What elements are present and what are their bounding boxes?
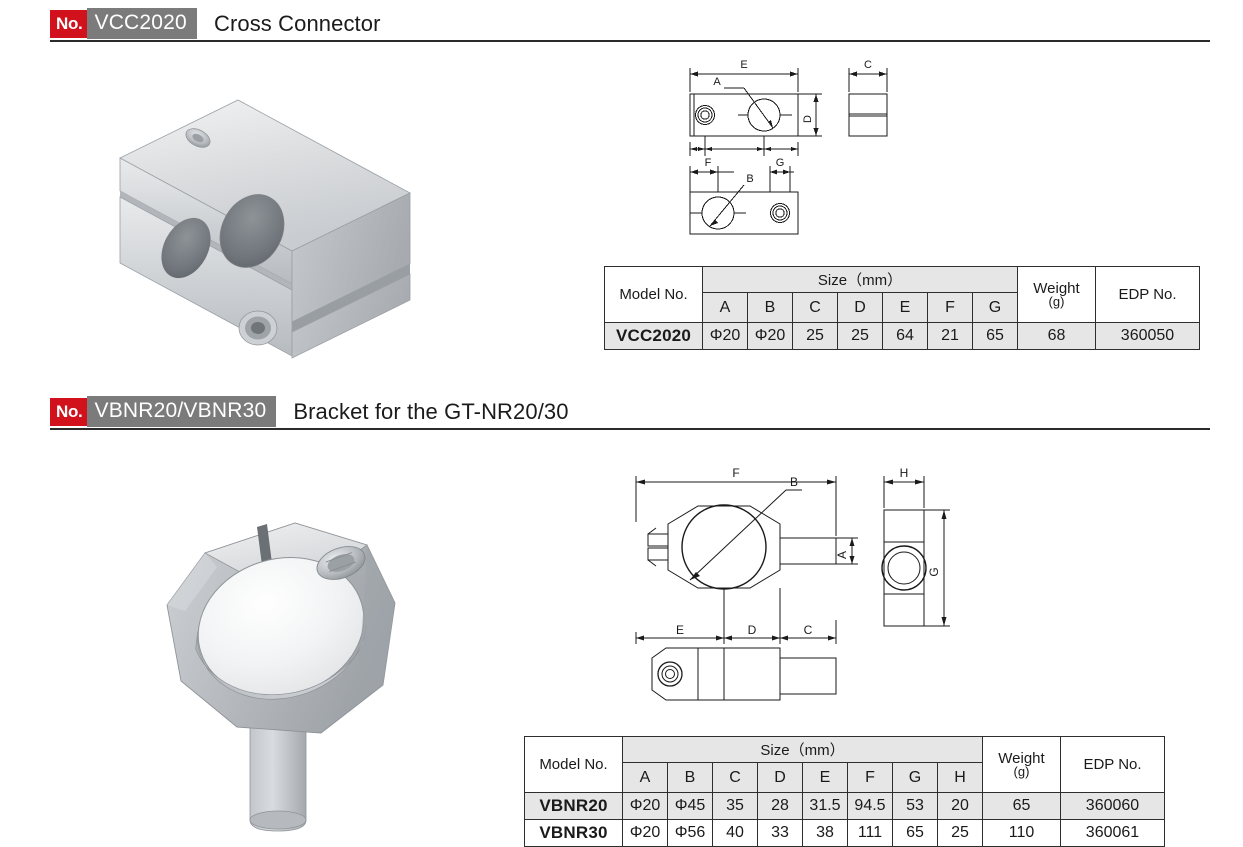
dim-label-d: D <box>748 623 757 637</box>
header-size-group: Size（mm） <box>622 736 983 763</box>
dim-label-c: C <box>864 59 872 71</box>
page-title-cross-connector: Cross Connector <box>213 10 381 36</box>
cell-dim-f: 94.5 <box>847 792 893 820</box>
badge-model-code-2: VBNR20/VBNR30 <box>87 396 277 427</box>
cell-weight: 110 <box>982 819 1061 847</box>
header-dim-c: C <box>712 762 758 793</box>
header-dim-a: A <box>622 762 668 793</box>
dim-label-b: B <box>790 475 798 489</box>
header-dim-b: B <box>747 292 793 323</box>
cell-dim-b: Φ20 <box>747 322 793 350</box>
table-header-row-dims: A B C D E F G H <box>525 762 1165 793</box>
section-header-vcc2020: No. VCC2020 Cross Connector <box>50 8 381 39</box>
cell-edp: 360060 <box>1060 792 1165 820</box>
section-divider-2 <box>50 428 1210 430</box>
dim-label-c: C <box>804 623 813 637</box>
section-header-vbnr: No. VBNR20/VBNR30 Bracket for the GT-NR2… <box>50 396 569 427</box>
dim-label-a: A <box>835 551 849 559</box>
header-dim-h: H <box>937 762 983 793</box>
header-dim-a: A <box>702 292 748 323</box>
cell-weight: 65 <box>982 792 1061 820</box>
dim-label-a: A <box>713 76 721 88</box>
product-photo-bracket <box>166 522 396 832</box>
cell-dim-g: 65 <box>892 819 938 847</box>
cell-model: VCC2020 <box>604 322 703 350</box>
header-dim-g: G <box>892 762 938 793</box>
header-edp-no: EDP No. <box>1095 266 1200 323</box>
cell-dim-c: 35 <box>712 792 758 820</box>
header-weight: Weight (g) <box>982 736 1061 793</box>
dim-label-e: E <box>676 623 684 637</box>
table-header-row-top: Model No. Size（mm） Weight (g) EDP No. <box>604 266 1200 323</box>
header-dim-b: B <box>667 762 713 793</box>
header-dim-e: E <box>802 762 848 793</box>
table-row: VBNR20 Φ20 Φ45 35 28 31.5 94.5 53 20 65 … <box>524 792 1165 820</box>
header-model-no: Model No. <box>604 266 703 323</box>
cell-dim-c: 40 <box>712 819 758 847</box>
dim-label-d: D <box>802 115 814 123</box>
cell-dim-f: 111 <box>847 819 893 847</box>
header-weight: Weight (g) <box>1017 266 1096 323</box>
header-dim-d: D <box>757 762 803 793</box>
cell-model: VBNR20 <box>524 792 623 820</box>
header-edp-no: EDP No. <box>1060 736 1165 793</box>
cell-dim-g: 65 <box>972 322 1018 350</box>
dim-label-e: E <box>740 59 747 71</box>
cell-dim-e: 64 <box>882 322 928 350</box>
cell-dim-h: 20 <box>937 792 983 820</box>
dim-label-b: B <box>746 173 753 185</box>
header-dim-e: E <box>882 292 928 323</box>
header-dim-d: D <box>837 292 883 323</box>
table-row: VCC2020 Φ20 Φ20 25 25 64 21 65 68 360050 <box>604 322 1200 350</box>
cell-dim-b: Φ56 <box>667 819 713 847</box>
cell-dim-d: 33 <box>757 819 803 847</box>
header-dim-f: F <box>927 292 973 323</box>
dim-label-g: G <box>927 567 941 576</box>
header-size-group: Size（mm） <box>702 266 1018 293</box>
dim-label-g: G <box>776 157 785 169</box>
dim-label-f: F <box>705 157 712 169</box>
cell-dim-c: 25 <box>792 322 838 350</box>
page-title-bracket: Bracket for the GT-NR20/30 <box>293 398 569 424</box>
cell-edp: 360061 <box>1060 819 1165 847</box>
section-divider-1 <box>50 40 1210 42</box>
cell-dim-e: 38 <box>802 819 848 847</box>
product-photo-cross-connector <box>119 99 411 359</box>
cell-dim-h: 25 <box>937 819 983 847</box>
header-dim-f: F <box>847 762 893 793</box>
cell-dim-a: Φ20 <box>622 792 668 820</box>
spec-table-vcc2020: Model No. Size（mm） Weight (g) EDP No. A … <box>604 266 1200 350</box>
cell-dim-f: 21 <box>927 322 973 350</box>
cell-dim-a: Φ20 <box>702 322 748 350</box>
cell-dim-b: Φ45 <box>667 792 713 820</box>
dim-label-f: F <box>732 466 739 480</box>
table-header-row-dims: A B C D E F G <box>605 292 1200 323</box>
cell-dim-d: 25 <box>837 322 883 350</box>
badge-no-label-2: No. <box>50 397 88 426</box>
table-header-row-top: Model No. Size（mm） Weight (g) EDP No. <box>524 736 1165 793</box>
cell-dim-e: 31.5 <box>802 792 848 820</box>
cell-weight: 68 <box>1017 322 1096 350</box>
cell-dim-d: 28 <box>757 792 803 820</box>
cell-dim-g: 53 <box>892 792 938 820</box>
header-model-no: Model No. <box>524 736 623 793</box>
cell-edp: 360050 <box>1095 322 1200 350</box>
header-dim-c: C <box>792 292 838 323</box>
cell-model: VBNR30 <box>524 819 623 847</box>
badge-no-label: No. <box>50 9 88 38</box>
technical-drawing-vbnr: F B A E D C H G <box>635 466 950 701</box>
cell-dim-a: Φ20 <box>622 819 668 847</box>
spec-table-vbnr: Model No. Size（mm） Weight (g) EDP No. A … <box>524 736 1165 847</box>
header-dim-g: G <box>972 292 1018 323</box>
table-row: VBNR30 Φ20 Φ56 40 33 38 111 65 25 110 36… <box>524 819 1165 847</box>
technical-drawing-vcc2020: E C A D F G B <box>689 59 888 235</box>
badge-model-code: VCC2020 <box>87 8 197 39</box>
dim-label-h: H <box>900 466 909 480</box>
